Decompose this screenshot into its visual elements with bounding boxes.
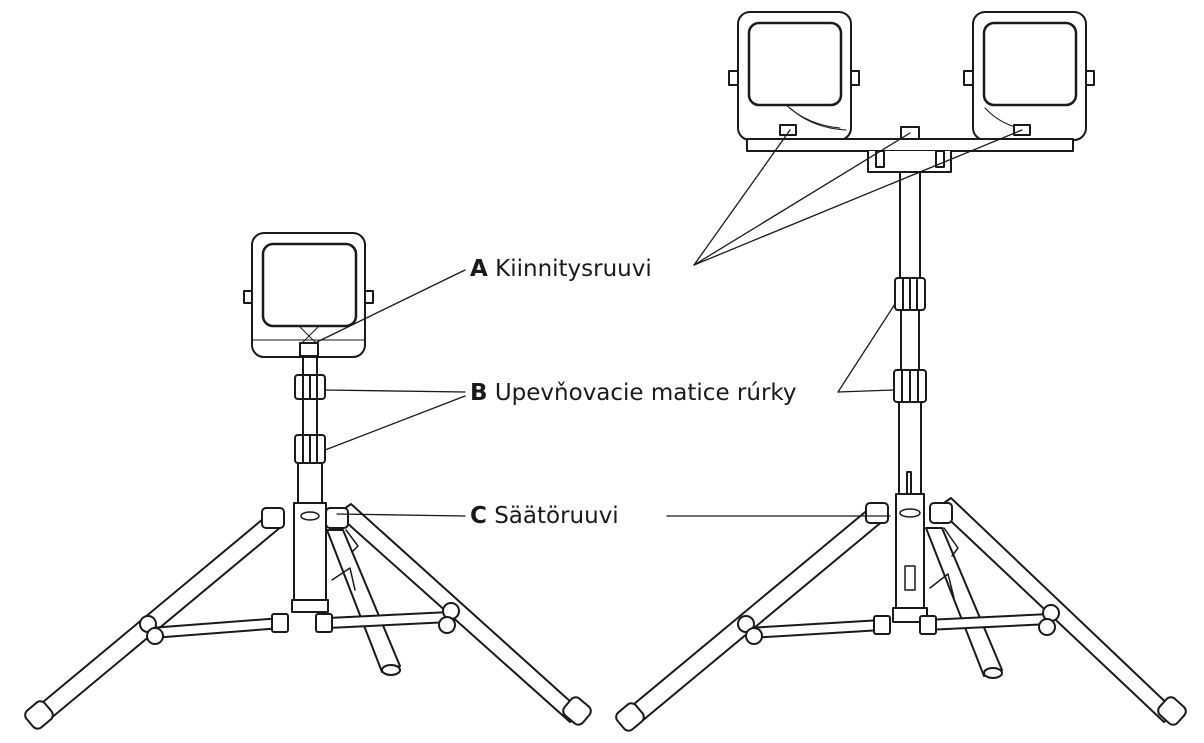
single-pole (291, 356, 329, 613)
twin-lamp-stand (615, 11, 1187, 732)
leader-a-twin-2 (693, 132, 911, 266)
callout-a-letter: A (470, 256, 488, 282)
twin-lamp-head-left (728, 11, 860, 141)
callout-b-text: Upevňovacie matice rúrky (494, 380, 797, 406)
leader-c-single (336, 513, 466, 517)
twin-spreader-braces (737, 604, 1060, 645)
callout-c-text: Säätöruuvi (494, 503, 619, 529)
callout-c-letter: C (470, 503, 487, 529)
single-lamp-head (243, 232, 374, 358)
leader-b-twin-1 (837, 303, 896, 393)
callout-b: B Upevňovacie matice rúrky (470, 382, 797, 405)
callout-b-letter: B (470, 380, 488, 406)
leader-b-twin-2 (837, 389, 895, 393)
callout-c: C Säätöruuvi (470, 505, 619, 528)
leader-b-single-2 (324, 395, 466, 451)
single-spreader-braces (139, 602, 460, 645)
leader-b-single-1 (324, 389, 466, 393)
callout-a-text: Kiinnitysruuvi (495, 256, 652, 282)
twin-bracket-bar (746, 126, 1074, 173)
single-lamp-stand (24, 232, 592, 730)
leader-a-twin-1 (693, 129, 791, 266)
leader-a-single (314, 269, 466, 344)
leader-a-twin-3 (693, 129, 1023, 266)
leader-lines (314, 129, 1023, 517)
twin-lamp-head-right (963, 11, 1095, 141)
callout-a: A Kiinnitysruuvi (470, 258, 652, 281)
single-tripod-legs (24, 503, 592, 730)
twin-pole (892, 171, 928, 623)
